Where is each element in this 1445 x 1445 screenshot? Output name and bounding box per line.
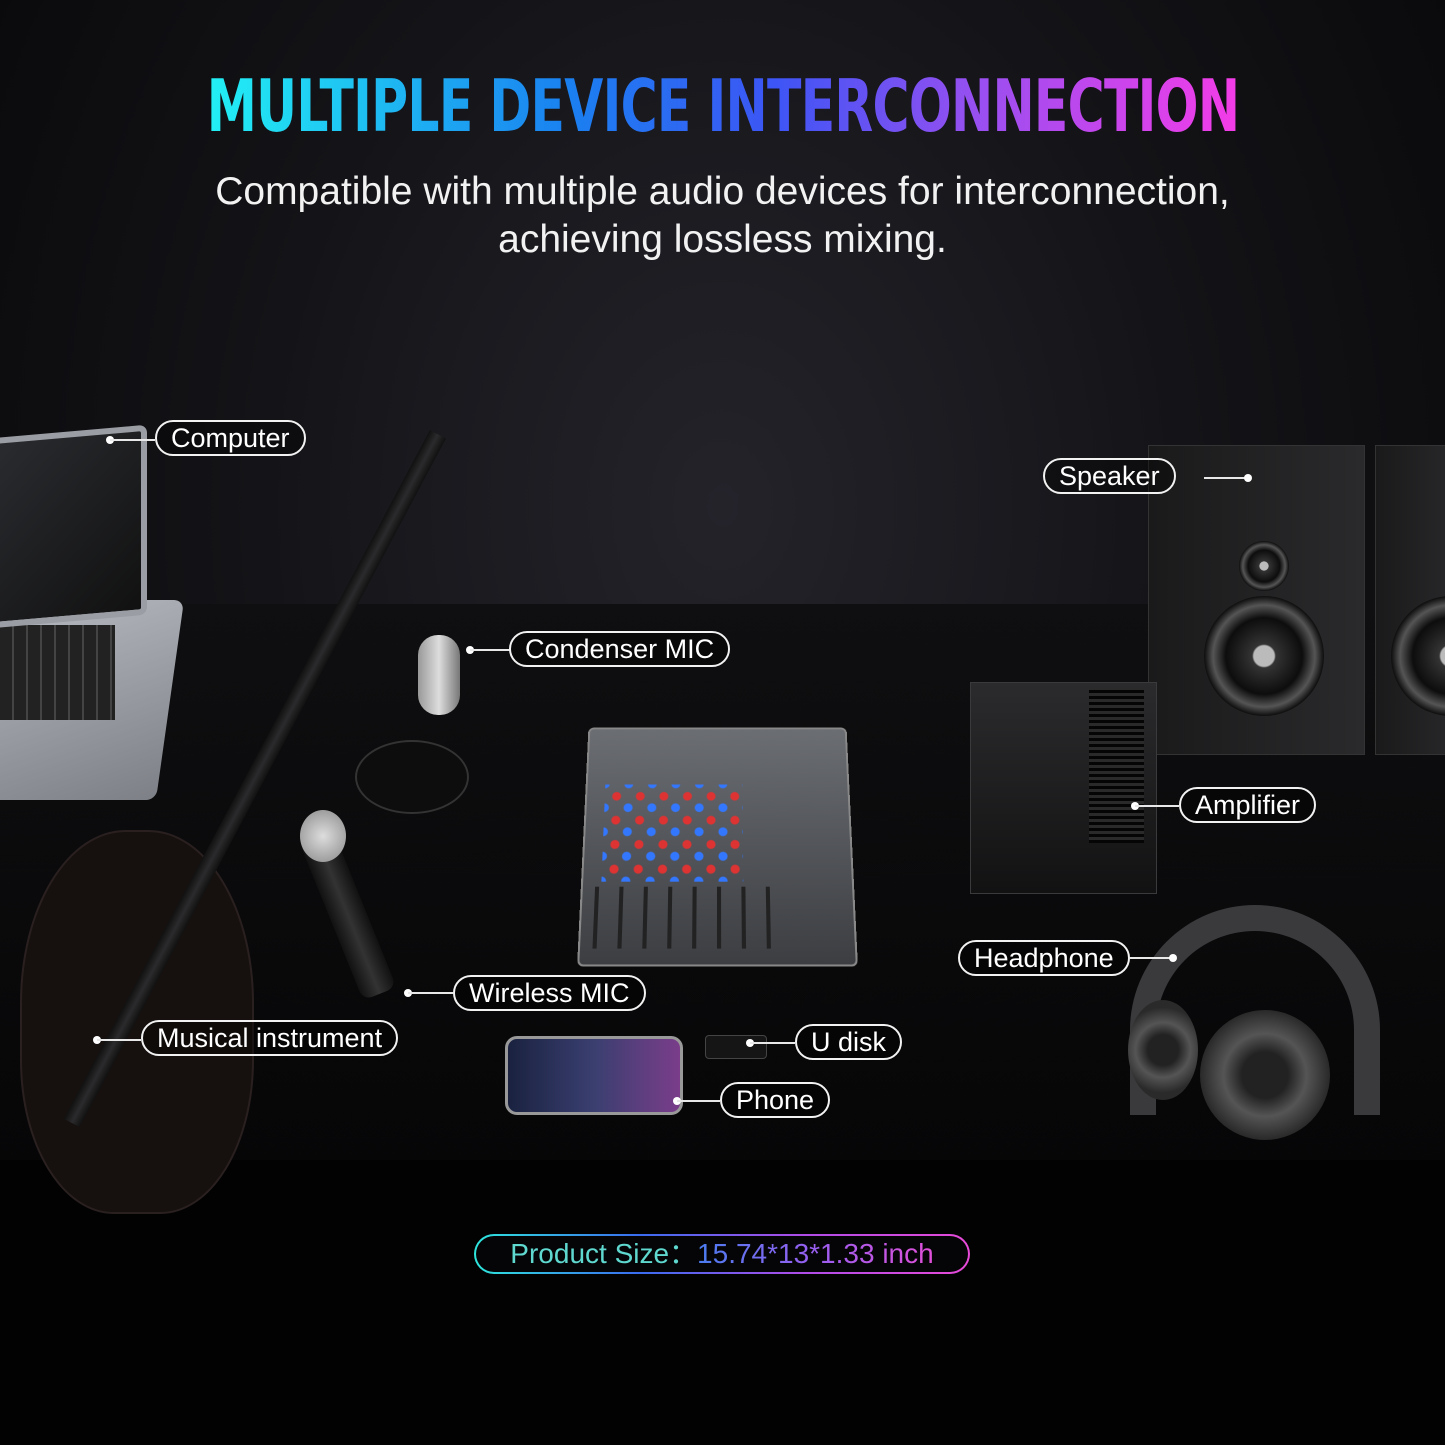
phone-image bbox=[505, 1036, 683, 1115]
mixer-knobs bbox=[601, 784, 744, 882]
callout-dot bbox=[1244, 474, 1252, 482]
label-u-disk: U disk bbox=[795, 1024, 903, 1060]
desk-edge bbox=[0, 1160, 1445, 1445]
speaker-tweeter bbox=[1239, 541, 1289, 591]
callout-line bbox=[1129, 957, 1173, 959]
subtitle-line-2: achieving lossless mixing. bbox=[498, 218, 947, 261]
speaker-left-image bbox=[1148, 445, 1365, 755]
subtitle: Compatible with multiple audio devices f… bbox=[0, 168, 1445, 264]
speaker-right-image bbox=[1375, 445, 1445, 755]
page-title: MULTIPLE DEVICE INTERCONNECTION bbox=[206, 64, 1239, 148]
label-amplifier: Amplifier bbox=[1179, 787, 1317, 823]
wireless-mic-head-image bbox=[300, 810, 346, 862]
callout-line bbox=[1135, 805, 1179, 807]
amplifier-grill bbox=[1089, 688, 1144, 843]
product-size-badge: Product Size：15.74*13*1.33 inch bbox=[474, 1234, 970, 1274]
label-headphone: Headphone bbox=[958, 940, 1130, 976]
condenser-mic-image bbox=[418, 635, 460, 715]
bass-guitar-body-image bbox=[20, 830, 254, 1214]
subtitle-line-1: Compatible with multiple audio devices f… bbox=[215, 170, 1230, 213]
amplifier-image bbox=[970, 682, 1157, 894]
condenser-mic-stand-image bbox=[355, 740, 469, 814]
speaker-woofer bbox=[1391, 596, 1445, 716]
mixer-image bbox=[577, 727, 858, 967]
speaker-woofer bbox=[1204, 596, 1324, 716]
headphone-cup-right bbox=[1200, 1010, 1330, 1140]
mixer-faders bbox=[592, 886, 780, 949]
callout-line bbox=[750, 1042, 795, 1044]
laptop-keyboard-image bbox=[0, 625, 115, 720]
callout-dot bbox=[1169, 954, 1177, 962]
product-size-label: Product Size： bbox=[510, 1238, 698, 1269]
label-wireless-mic: Wireless MIC bbox=[453, 975, 646, 1011]
callout-line bbox=[110, 439, 155, 441]
product-size-value: 15.74*13*1.33 inch bbox=[697, 1238, 934, 1269]
callout-line bbox=[470, 649, 510, 651]
callout-line bbox=[677, 1100, 720, 1102]
headphone-cup-left bbox=[1128, 1000, 1198, 1100]
laptop-screen-image bbox=[0, 424, 147, 630]
callout-line bbox=[1204, 477, 1248, 479]
u-disk-image bbox=[705, 1035, 767, 1059]
label-phone: Phone bbox=[720, 1082, 831, 1118]
label-speaker: Speaker bbox=[1043, 458, 1176, 494]
label-musical-instrument: Musical instrument bbox=[141, 1020, 399, 1056]
label-computer: Computer bbox=[155, 420, 306, 456]
callout-line bbox=[97, 1039, 141, 1041]
callout-line bbox=[408, 992, 453, 994]
label-condenser-mic: Condenser MIC bbox=[509, 631, 731, 667]
product-size-inner: Product Size：15.74*13*1.33 inch bbox=[476, 1236, 968, 1272]
